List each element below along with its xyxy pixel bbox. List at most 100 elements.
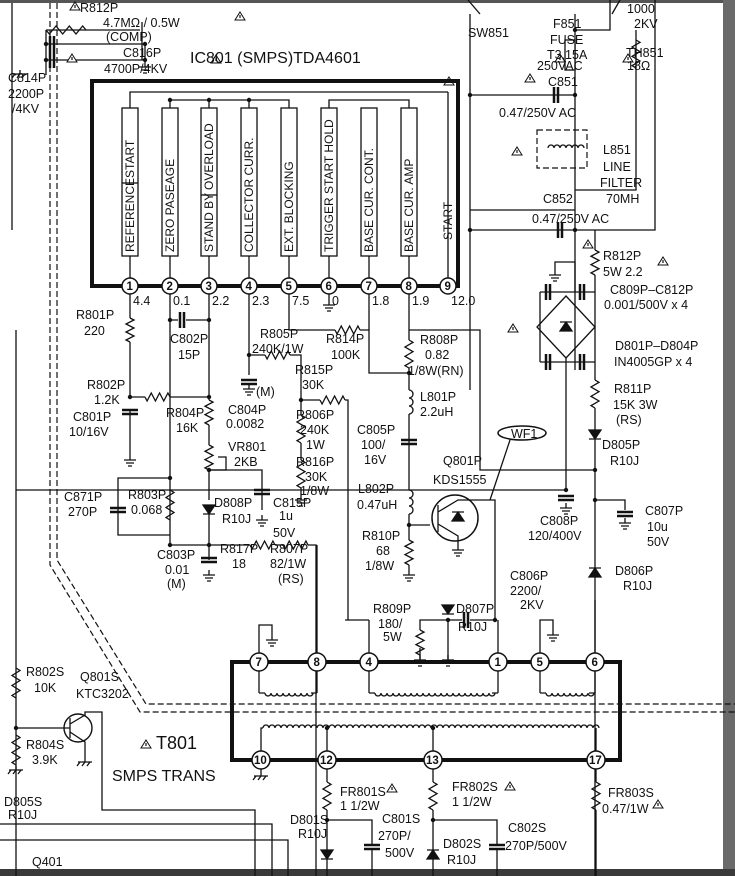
wire	[117, 477, 170, 536]
label-line: FUSE	[550, 33, 583, 47]
pin-voltage: 12.0	[451, 294, 475, 308]
ground-icon	[139, 62, 151, 74]
label-line: 18	[232, 557, 246, 571]
pin-function-label-2: START	[123, 139, 137, 178]
pin-number: 13	[426, 755, 439, 767]
label-line: 180/	[378, 617, 403, 631]
capacitor-symbol	[48, 52, 56, 68]
inductor-symbol	[408, 489, 414, 515]
label-line: 0.001/500V x 4	[604, 298, 688, 312]
label-line: FR803S	[608, 786, 654, 800]
label-line: 100K	[331, 348, 361, 362]
wire	[129, 342, 145, 398]
label-line: D807P	[456, 602, 494, 616]
label-line: R808P	[420, 333, 458, 347]
pin-number: 4	[246, 281, 253, 293]
label-line: R802P	[87, 378, 125, 392]
label-line: Q801P	[443, 454, 482, 468]
pin-number: 3	[206, 281, 212, 293]
pin-number-circle	[586, 750, 606, 770]
label-line: R816P	[296, 455, 334, 469]
capacitor-symbol	[617, 510, 633, 518]
transistor-q801s	[63, 713, 93, 743]
label-line: 500V	[385, 846, 415, 860]
label-c802p: C802P 15P	[170, 332, 208, 362]
pin-number-circle	[320, 277, 338, 295]
label-line: R10J	[623, 579, 652, 593]
junction-dot	[43, 41, 49, 47]
diode-symbol	[440, 604, 456, 616]
pin-number-circle	[200, 277, 218, 295]
junction-dot	[572, 227, 578, 233]
pin-function-label: TRIGGER START HOLD	[322, 119, 336, 252]
label-line: 270P/	[378, 829, 411, 843]
ground-icon	[547, 630, 559, 642]
pin-number: 5	[286, 281, 293, 293]
pin-function-label: COLLECTOR CURR.	[242, 138, 256, 252]
capacitor-symbol	[489, 843, 505, 851]
fuse-icon	[564, 39, 576, 71]
label-line: C801S	[382, 812, 420, 826]
label-line: 15P	[178, 348, 200, 362]
label-line: C804P	[228, 403, 266, 417]
wire	[554, 261, 576, 292]
label-line: VR801	[228, 440, 266, 454]
label-line: 1W	[306, 438, 325, 452]
junction-dot	[324, 725, 330, 731]
pin-number-circle	[530, 652, 550, 672]
ic-title: IC801 (SMPS)TDA4601	[190, 50, 361, 67]
label-line: C805P	[357, 423, 395, 437]
pin-voltage: 0.1	[173, 294, 190, 308]
label-line: D805S	[4, 795, 42, 809]
capacitor-symbol	[462, 612, 470, 628]
junction-dot	[492, 617, 498, 623]
wire	[248, 354, 302, 400]
resistor-symbol	[319, 394, 346, 406]
label-line: C802S	[508, 821, 546, 835]
label-line: 100/	[361, 438, 386, 452]
ground-icon	[619, 518, 631, 530]
label-line: 18Ω	[627, 59, 650, 73]
label-line: D806P	[615, 564, 653, 578]
pin-number: 9	[445, 281, 451, 293]
label-line: 0.068	[131, 503, 162, 517]
pin-number-circle	[251, 750, 271, 770]
ground-icon	[243, 384, 255, 396]
resistor-symbol	[249, 539, 276, 551]
ground-icon	[295, 495, 307, 507]
junction-dot	[324, 817, 330, 823]
wire	[539, 230, 596, 363]
label-line: R10J	[8, 808, 37, 822]
diode-symbol	[587, 429, 603, 441]
junction-dot	[206, 394, 212, 400]
components	[7, 1, 669, 861]
resistor-symbol	[334, 324, 361, 336]
label-line: R817P	[220, 542, 258, 556]
wire	[209, 469, 263, 510]
wire	[432, 819, 498, 876]
transformer-pin-12: 12	[317, 750, 337, 770]
label-line: FR802S	[452, 780, 498, 794]
pin-number: 2	[167, 281, 173, 293]
label-line: R807P	[270, 542, 308, 556]
label-line: 1u	[279, 509, 293, 523]
label-line: D801P–D804P	[615, 339, 698, 353]
label-line: C802P	[170, 332, 208, 346]
capacitor-symbol	[201, 556, 217, 564]
transformer-pin-4: 4	[359, 652, 379, 672]
pin-number-circle	[423, 750, 443, 770]
